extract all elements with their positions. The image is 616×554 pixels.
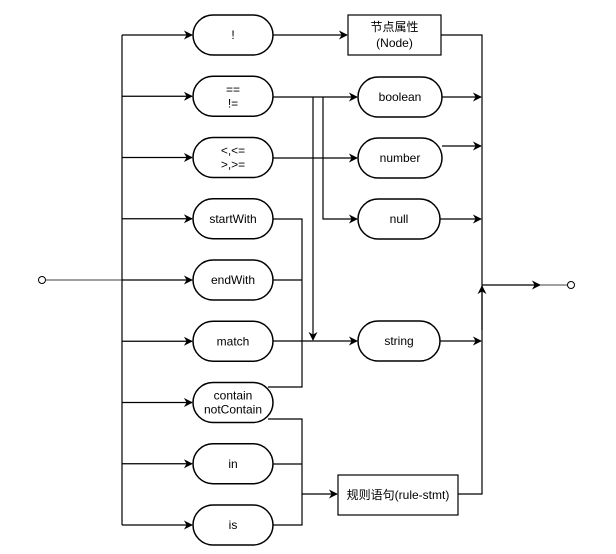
operator-label: is: [229, 518, 238, 532]
operator-list: ! ==!= <,<=>,>= startWith endWith match contai…: [192, 14, 274, 546]
operator-label: contain: [214, 389, 253, 403]
left-branches: [122, 30, 193, 530]
operator-startWith[interactable]: startWith: [192, 198, 274, 240]
operator-label: >,>=: [221, 158, 245, 172]
operator-label: !=: [228, 96, 238, 110]
rule-stmt-label: 规则语句(rule-stmt): [347, 487, 450, 502]
node-box-line-2: (Node): [376, 36, 413, 50]
operator-endWith[interactable]: endWith: [192, 259, 274, 301]
operator-not[interactable]: !: [192, 14, 274, 56]
operator-eq[interactable]: ==!=: [192, 75, 274, 117]
start-terminal: [38, 275, 193, 285]
connectors: [268, 30, 358, 526]
operator-label: ==: [226, 82, 240, 96]
operator-label: in: [228, 457, 237, 471]
node-box-line-1: 节点属性: [370, 20, 418, 34]
operator-label: startWith: [209, 212, 256, 226]
operator-label: match: [217, 334, 250, 348]
operator-label: notContain: [204, 403, 262, 417]
type-null[interactable]: null: [357, 198, 441, 240]
operator-in[interactable]: in: [192, 443, 274, 485]
type-string[interactable]: string: [357, 320, 441, 362]
type-label: number: [380, 151, 421, 165]
operator-label: !: [231, 28, 234, 42]
node-attribute-box[interactable]: 节点属性 (Node): [347, 14, 442, 56]
operator-label: endWith: [211, 273, 255, 287]
type-boolean[interactable]: boolean: [357, 76, 443, 118]
type-label: null: [390, 212, 409, 226]
rule-stmt-box[interactable]: 规则语句(rule-stmt): [337, 474, 459, 516]
type-label: string: [384, 334, 413, 348]
type-number[interactable]: number: [357, 137, 443, 179]
operator-match[interactable]: match: [192, 320, 274, 362]
right-connectors: [440, 34, 487, 495]
end-terminal: [482, 280, 575, 290]
type-label: boolean: [379, 90, 422, 104]
operator-is[interactable]: is: [192, 504, 274, 546]
operator-cmp[interactable]: <,<=>,>=: [192, 136, 274, 179]
operator-label: <,<=: [221, 144, 245, 158]
